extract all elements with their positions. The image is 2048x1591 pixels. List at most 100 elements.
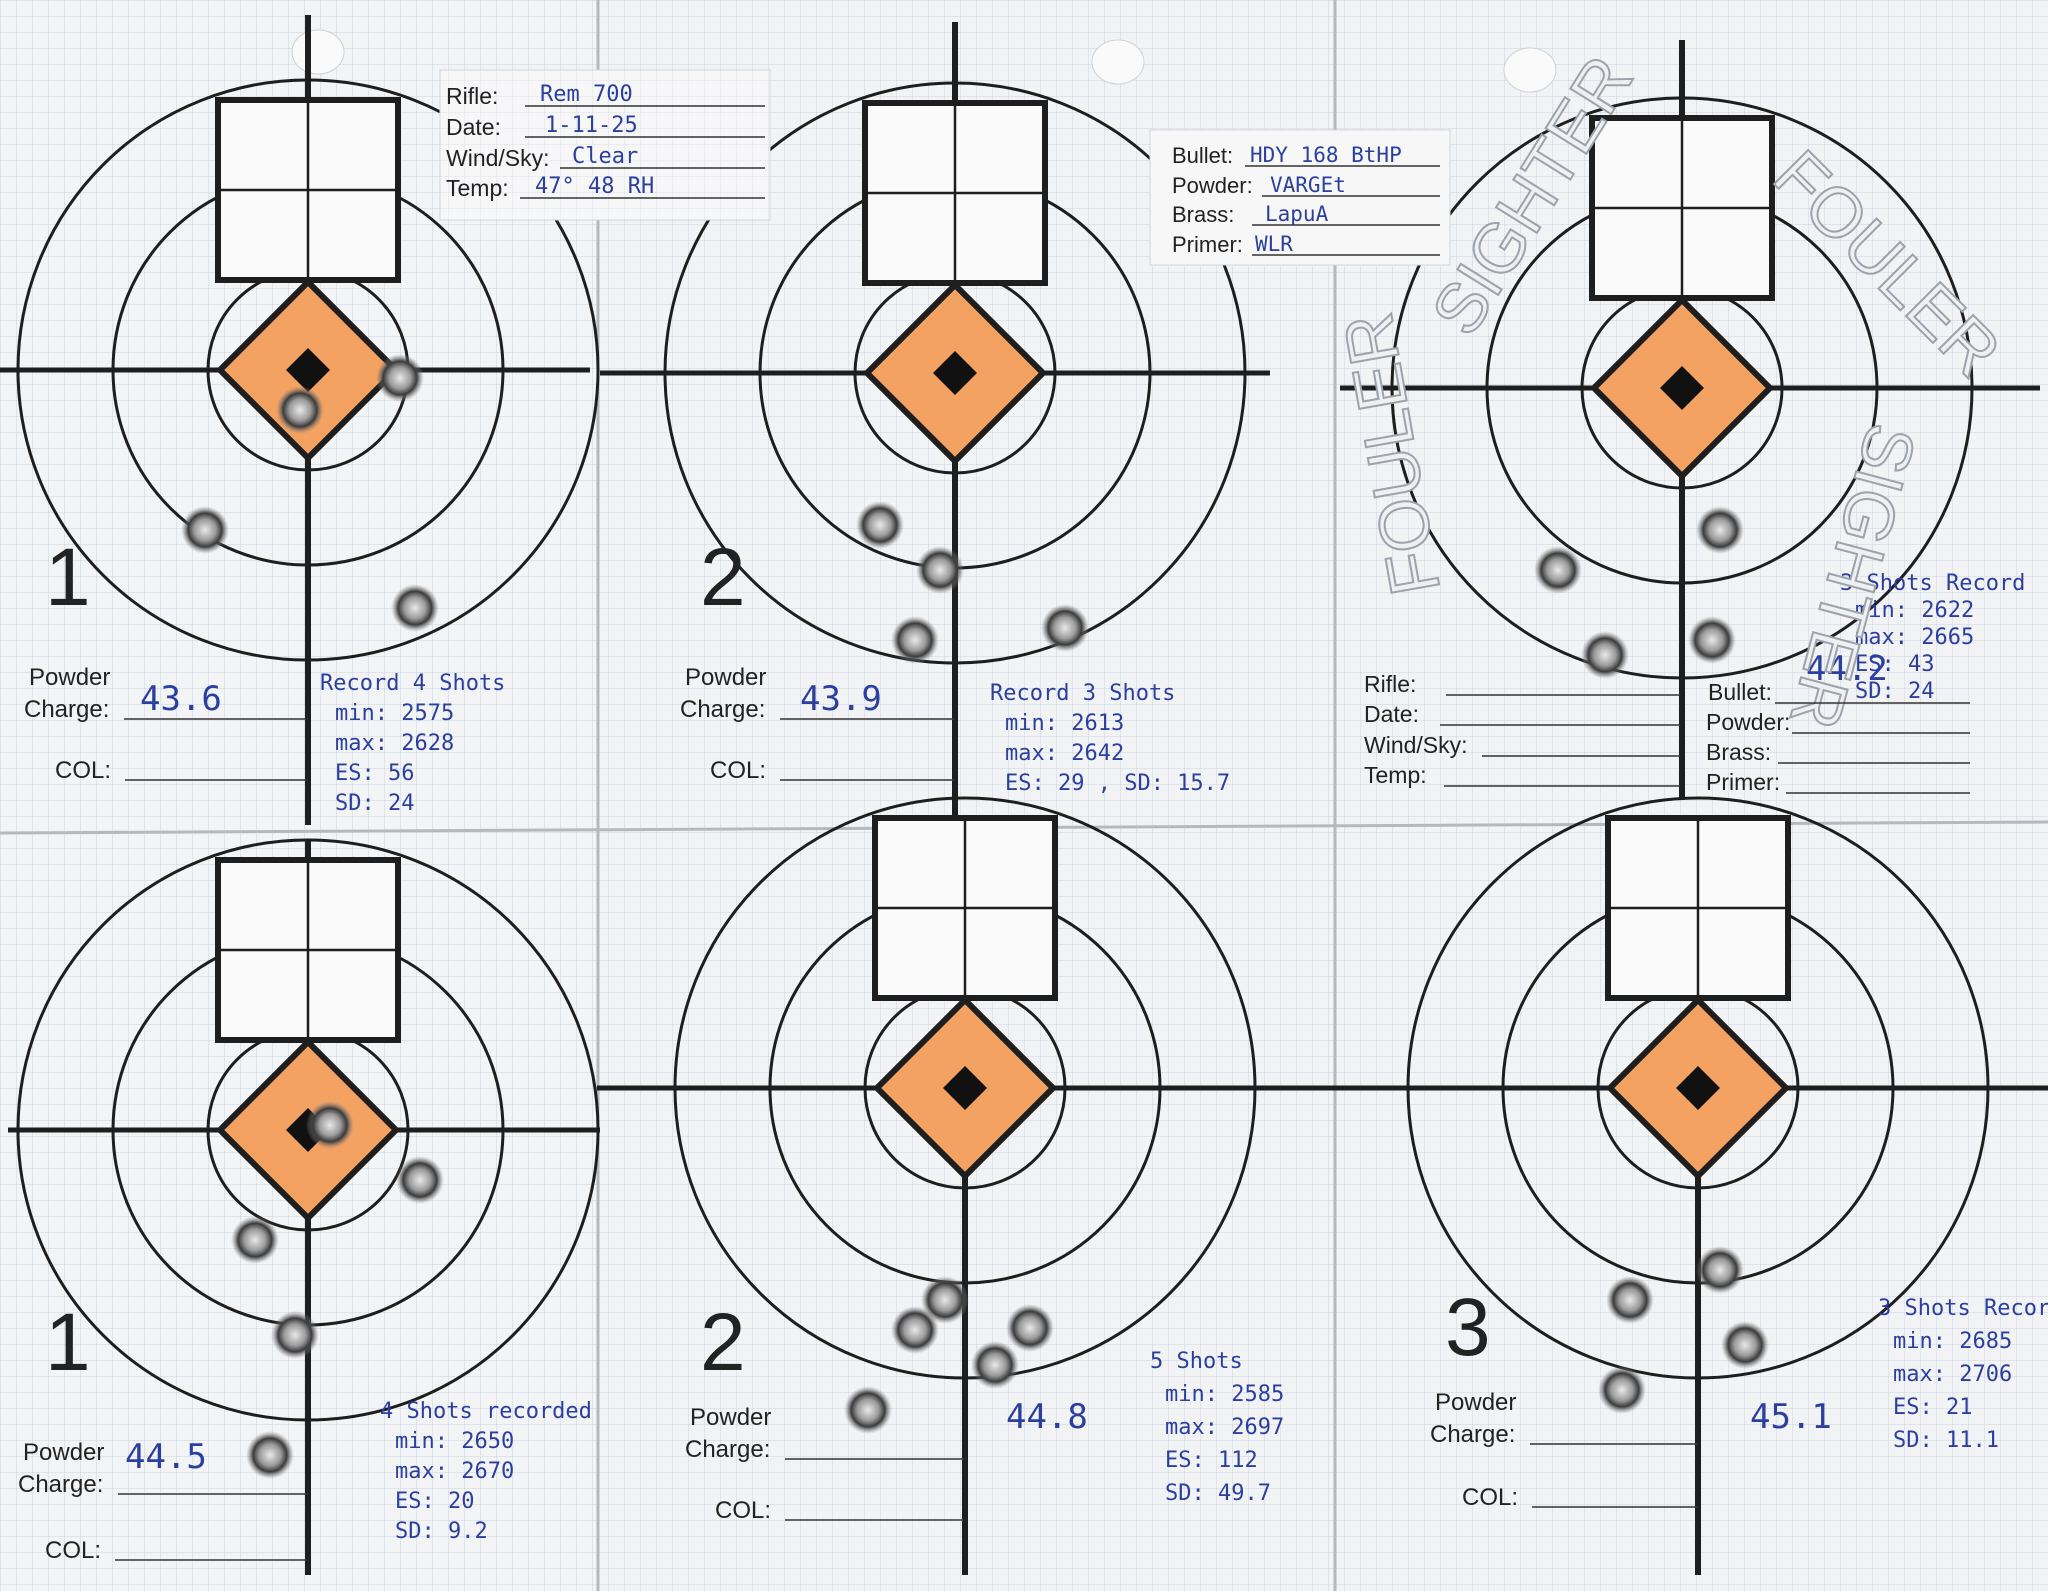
powder-label: Powder xyxy=(29,664,110,691)
bullet-hole xyxy=(891,1306,939,1354)
target-number: 2 xyxy=(700,1297,746,1388)
velocity-note: max: 2665 xyxy=(1855,625,1974,650)
bullet-hole xyxy=(1006,1304,1054,1352)
bullet-hole xyxy=(891,616,939,664)
velocity-note: SD: 24 xyxy=(335,791,414,816)
date-label: Date: xyxy=(446,114,501,140)
charge-label: Charge: xyxy=(680,696,765,723)
primer-label: Primer: xyxy=(1172,232,1243,257)
velocity-note: 3 Shots Record xyxy=(1878,1296,2048,1321)
bullet-hole xyxy=(396,1156,444,1204)
target-number: 1 xyxy=(45,1297,91,1388)
velocity-note: max: 2670 xyxy=(395,1459,514,1484)
velocity-note: ES: 29 , SD: 15.7 xyxy=(1005,771,1230,796)
powder-charge-value: 43.9 xyxy=(800,679,882,719)
powder-value: VARGEt xyxy=(1270,173,1346,197)
bullet-hole xyxy=(1581,631,1629,679)
charge-label: Charge: xyxy=(685,1436,770,1463)
bullet-value: HDY 168 BtHP xyxy=(1250,143,1402,167)
velocity-note: Record 3 Shots xyxy=(990,681,1175,706)
powder-label: Powder xyxy=(1435,1389,1516,1416)
bullet-hole xyxy=(971,1341,1019,1389)
col-label: COL: xyxy=(710,757,766,784)
powder-charge-value: 43.6 xyxy=(140,679,222,719)
center-aim-point xyxy=(1676,1066,1720,1110)
date-value: 1-11-25 xyxy=(545,113,638,138)
velocity-note: SD: 49.7 xyxy=(1165,1481,1271,1506)
velocity-note: ES: 56 xyxy=(335,761,414,786)
velocity-note: ES: 20 xyxy=(395,1489,474,1514)
bullet-hole xyxy=(1041,604,1089,652)
bullet-hole xyxy=(1688,616,1736,664)
bullet-label: Bullet: xyxy=(1172,143,1233,168)
center-aim-point xyxy=(286,348,330,392)
velocity-note: max: 2706 xyxy=(1893,1362,2012,1387)
bullet-hole xyxy=(271,1311,319,1359)
brass-label: Brass: xyxy=(1172,202,1234,227)
target-number: 2 xyxy=(700,532,746,623)
velocity-note: min: 2613 xyxy=(1005,711,1124,736)
bullet-hole xyxy=(181,506,229,554)
primer-label: Primer: xyxy=(1706,769,1780,795)
charge-label: Charge: xyxy=(24,696,109,723)
col-label: COL: xyxy=(1462,1484,1518,1511)
load-info-card-rifle: Rifle: Date: Wind/Sky: Temp: Rem 700 1-1… xyxy=(439,69,771,221)
bullet-hole xyxy=(1598,1366,1646,1414)
center-aim-point xyxy=(1660,366,1704,410)
velocity-note: max: 2697 xyxy=(1165,1415,1284,1440)
powder-label: Powder xyxy=(685,664,766,691)
wind-value: Clear xyxy=(572,144,638,169)
bullet-hole xyxy=(921,1276,969,1324)
powder-label: Powder xyxy=(23,1439,104,1466)
velocity-note: SD: 11.1 xyxy=(1893,1428,1999,1453)
bullet-hole xyxy=(276,386,324,434)
powder-charge-value: 45.1 xyxy=(1750,1397,1832,1437)
velocity-note: min: 2585 xyxy=(1165,1382,1284,1407)
primer-value: WLR xyxy=(1255,232,1293,256)
temp-value: 47° 48 RH xyxy=(535,174,654,199)
bullet-hole xyxy=(376,354,424,402)
velocity-note: SD: 9.2 xyxy=(395,1519,488,1544)
col-label: COL: xyxy=(45,1537,101,1564)
powder-label: Powder: xyxy=(1706,709,1790,735)
temp-label: Temp: xyxy=(1364,762,1427,788)
powder-charge-value: 44.2 xyxy=(1806,649,1888,689)
bullet-hole xyxy=(1534,546,1582,594)
velocity-note: ES: 112 xyxy=(1165,1448,1258,1473)
bullet-hole xyxy=(856,501,904,549)
powder-charge-value: 44.8 xyxy=(1006,1397,1088,1437)
velocity-note: 3 Shots Record xyxy=(1840,571,2025,596)
wind-label: Wind/Sky: xyxy=(446,145,550,171)
velocity-note: max: 2642 xyxy=(1005,741,1124,766)
wind-label: Wind/Sky: xyxy=(1364,732,1468,758)
target-number: 3 xyxy=(1445,1282,1491,1373)
bullet-hole xyxy=(246,1431,294,1479)
velocity-note: min: 2650 xyxy=(395,1429,514,1454)
punch-hole xyxy=(1091,39,1145,85)
powder-label: Powder xyxy=(690,1404,771,1431)
rifle-label: Rifle: xyxy=(446,83,498,109)
center-aim-point xyxy=(933,351,977,395)
bullet-hole xyxy=(306,1101,354,1149)
velocity-note: 4 Shots recorded xyxy=(380,1399,592,1424)
load-info-card-bullet: Bullet: Powder: Brass: Primer: HDY 168 B… xyxy=(1149,129,1451,266)
velocity-note: 5 Shots xyxy=(1150,1349,1243,1374)
velocity-note: SD: 24 xyxy=(1855,679,1934,704)
bullet-hole xyxy=(391,584,439,632)
velocity-note: ES: 43 xyxy=(1855,652,1934,677)
bullet-label: Bullet: xyxy=(1708,679,1772,705)
col-label: COL: xyxy=(715,1497,771,1524)
brass-label: Brass: xyxy=(1706,739,1771,765)
blank-info-card: Rifle: Date: Wind/Sky: Temp: Bullet: Pow… xyxy=(1364,671,1970,795)
brass-value: LapuA xyxy=(1265,202,1329,226)
rifle-label: Rifle: xyxy=(1364,671,1416,697)
velocity-note: max: 2628 xyxy=(335,731,454,756)
powder-charge-value: 44.5 xyxy=(125,1437,207,1477)
col-label: COL: xyxy=(55,757,111,784)
